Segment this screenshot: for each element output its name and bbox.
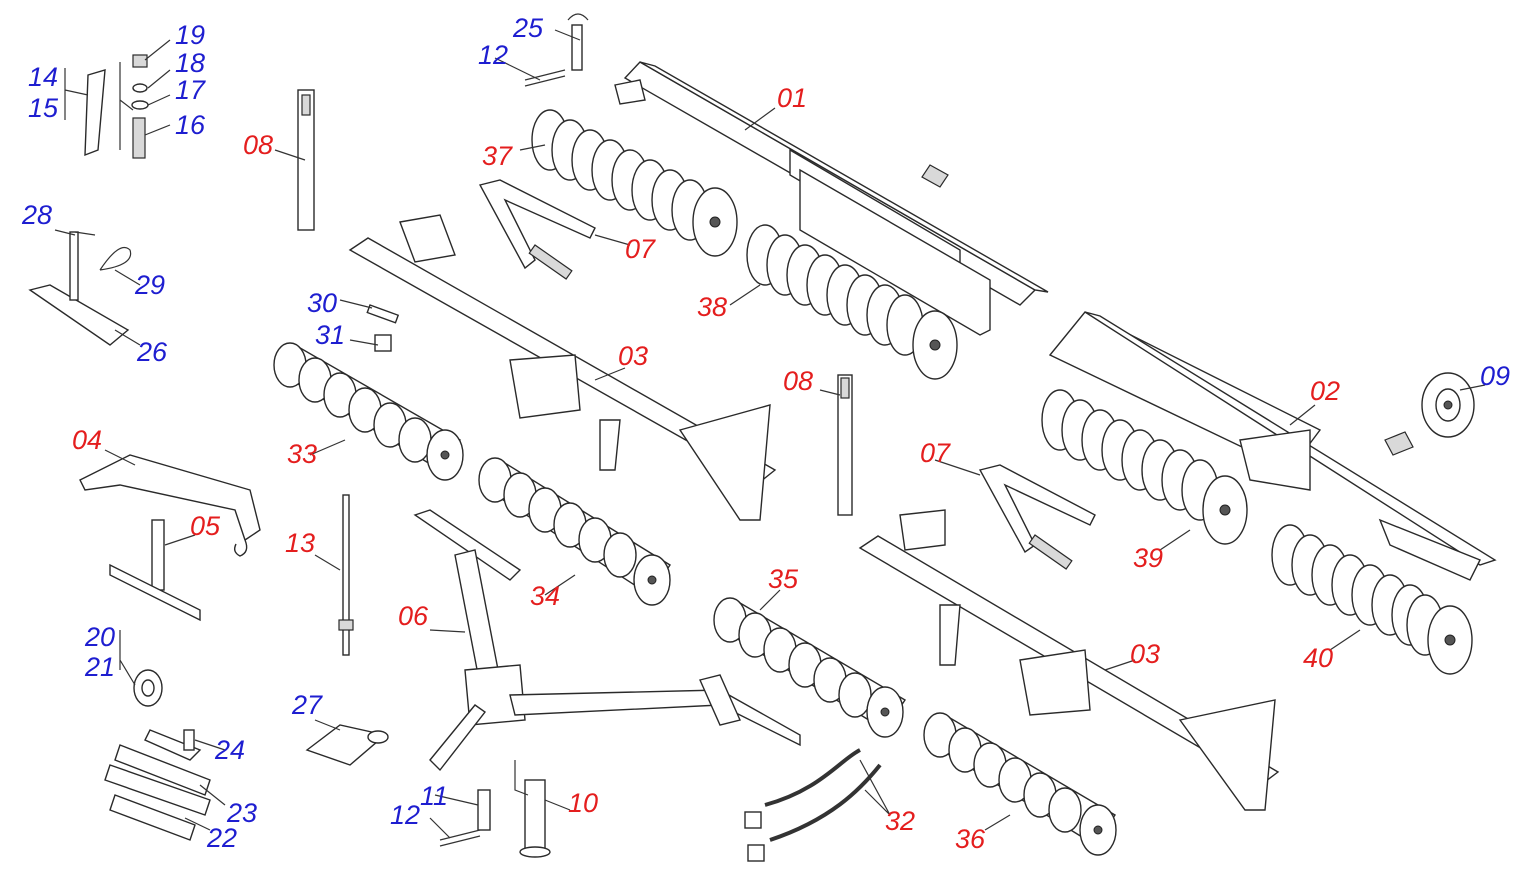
label-35: 35 bbox=[768, 564, 799, 594]
part-28-pin bbox=[69, 231, 96, 301]
part-09-wheel bbox=[1421, 372, 1475, 438]
label-19: 19 bbox=[175, 20, 206, 50]
label-38: 38 bbox=[697, 292, 728, 322]
label-26: 26 bbox=[137, 337, 168, 367]
label-15: 15 bbox=[28, 93, 59, 123]
part-32-hoses bbox=[744, 748, 882, 862]
label-32: 32 bbox=[885, 806, 916, 836]
part-34-roller bbox=[478, 457, 671, 606]
part-10-jack bbox=[514, 760, 551, 858]
label-08a: 08 bbox=[243, 130, 274, 160]
label-11: 11 bbox=[420, 781, 449, 811]
label-22: 22 bbox=[207, 823, 238, 853]
part-12-clip bbox=[439, 69, 566, 847]
part-26-plate bbox=[28, 284, 130, 346]
part-06-drawbar bbox=[413, 509, 801, 772]
part-30-31-pins bbox=[366, 304, 400, 352]
label-07a: 07 bbox=[625, 234, 656, 264]
label-04: 04 bbox=[72, 425, 103, 455]
label-33: 33 bbox=[287, 439, 318, 469]
label-02: 02 bbox=[1310, 376, 1341, 406]
part-36-roller bbox=[923, 712, 1117, 856]
part-14-tine bbox=[84, 69, 106, 157]
part-38-disc-gang bbox=[746, 224, 958, 380]
label-17: 17 bbox=[175, 75, 206, 105]
part-33-roller bbox=[273, 342, 464, 481]
label-30: 30 bbox=[307, 288, 338, 318]
label-08b: 08 bbox=[783, 366, 814, 396]
label-01: 01 bbox=[777, 83, 808, 113]
label-10: 10 bbox=[568, 788, 599, 818]
label-13: 13 bbox=[285, 528, 316, 558]
label-18: 18 bbox=[175, 48, 206, 78]
label-23: 23 bbox=[227, 798, 258, 828]
label-21: 21 bbox=[85, 652, 116, 682]
part-03b-frame bbox=[858, 509, 1280, 811]
label-31: 31 bbox=[315, 320, 346, 350]
label-37: 37 bbox=[482, 141, 513, 171]
label-34: 34 bbox=[530, 581, 561, 611]
part-04-hitch bbox=[79, 454, 261, 557]
part-35-roller bbox=[713, 597, 906, 738]
part-22-24-blades bbox=[104, 729, 211, 841]
label-20: 20 bbox=[85, 622, 116, 652]
part-29-clip bbox=[99, 246, 132, 271]
label-36: 36 bbox=[955, 824, 986, 854]
label-24: 24 bbox=[215, 735, 246, 765]
part-08a-post bbox=[297, 89, 315, 231]
part-07b-arm bbox=[978, 464, 1096, 570]
leader-lines bbox=[54, 29, 1486, 839]
label-09: 09 bbox=[1480, 361, 1511, 391]
label-12a: 12 bbox=[478, 40, 509, 70]
label-25: 25 bbox=[513, 13, 544, 43]
part-20-bushing bbox=[133, 669, 163, 707]
part-11-pin bbox=[477, 789, 491, 831]
part-02-frame bbox=[1048, 311, 1497, 581]
part-40-disc-gang bbox=[1271, 524, 1473, 675]
part-25-pin bbox=[567, 13, 589, 71]
part-08b-post bbox=[837, 374, 853, 516]
part-13-rod bbox=[338, 494, 354, 656]
part-01-frame bbox=[614, 61, 1049, 336]
label-07b: 07 bbox=[920, 438, 951, 468]
label-16: 16 bbox=[175, 110, 206, 140]
part-05-bracket bbox=[109, 519, 201, 622]
part-37-disc-gang bbox=[531, 109, 738, 257]
label-03a: 03 bbox=[618, 341, 649, 371]
part-03a-frame bbox=[348, 214, 777, 521]
part-27-chain bbox=[305, 724, 389, 766]
label-28: 28 bbox=[22, 200, 53, 230]
part-39-disc-gang bbox=[1041, 389, 1248, 545]
label-29: 29 bbox=[135, 270, 166, 300]
label-05: 05 bbox=[190, 511, 221, 541]
label-06: 06 bbox=[398, 601, 429, 631]
part-16-19-hardware bbox=[131, 54, 149, 159]
label-40: 40 bbox=[1303, 643, 1334, 673]
label-39: 39 bbox=[1133, 543, 1164, 573]
label-27: 27 bbox=[292, 690, 323, 720]
label-03b: 03 bbox=[1130, 639, 1161, 669]
label-14: 14 bbox=[28, 62, 59, 92]
part-07a-arm bbox=[478, 179, 596, 280]
label-12b: 12 bbox=[390, 800, 421, 830]
